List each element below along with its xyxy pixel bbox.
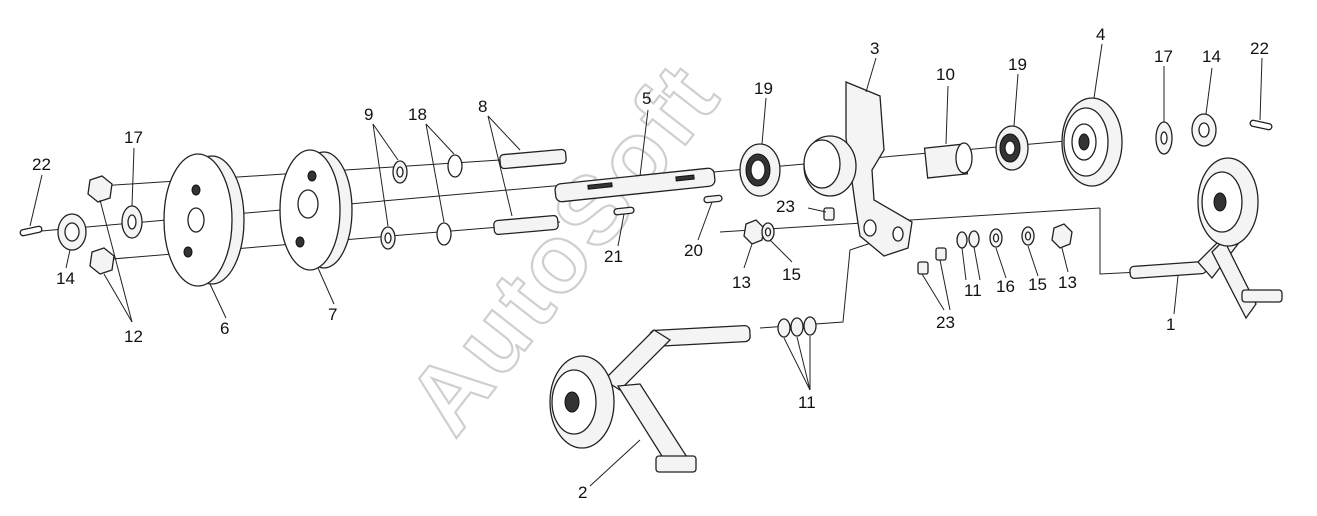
callout-5: 5 [642, 89, 651, 108]
cotter-pin-left [19, 225, 43, 237]
washer-17-left [121, 205, 143, 239]
callout-19-left: 19 [754, 79, 773, 98]
callout-15-left: 15 [782, 265, 801, 284]
bearing-19-right [995, 125, 1029, 171]
pulley-disc-7 [279, 149, 353, 271]
callout-numbers: 22 17 14 12 6 7 9 18 8 5 21 20 19 23 13 … [32, 25, 1269, 502]
callout-22-right: 22 [1250, 39, 1269, 58]
callout-13-right: 13 [1058, 273, 1077, 292]
grub-screws-23 [823, 207, 947, 275]
washers-9 [380, 160, 408, 250]
callout-17-right: 17 [1154, 47, 1173, 66]
callout-22-left: 22 [32, 155, 51, 174]
washer-15-right [1021, 226, 1035, 246]
bushing-10 [923, 142, 973, 179]
castle-nut-right [1191, 113, 1217, 147]
callout-23-left: 23 [776, 197, 795, 216]
callout-3: 3 [870, 39, 879, 58]
callout-8: 8 [478, 97, 487, 116]
callout-4: 4 [1096, 25, 1105, 44]
callout-19-right: 19 [1008, 55, 1027, 74]
leader-lines [29, 43, 1263, 487]
callout-17-left: 17 [124, 128, 143, 147]
tensioner-arm-1 [1129, 157, 1283, 320]
callout-14-left: 14 [56, 269, 75, 288]
callout-6: 6 [220, 319, 229, 338]
callout-13-left: 13 [732, 273, 751, 292]
callout-20: 20 [684, 241, 703, 260]
nut-13-right [1051, 223, 1073, 249]
callout-11-lower: 11 [798, 393, 816, 412]
callout-11-right: 11 [964, 281, 982, 300]
callout-21: 21 [604, 247, 623, 266]
nuts-12 [87, 175, 115, 275]
castle-nut-left [57, 213, 87, 251]
cotter-pin-right [1249, 119, 1273, 131]
washer-17-right [1155, 121, 1173, 155]
callout-9: 9 [364, 105, 373, 124]
callout-2: 2 [578, 483, 587, 502]
washer-16 [989, 228, 1003, 248]
callout-7: 7 [328, 305, 337, 324]
nut-13-mid [743, 219, 765, 245]
shaft-5 [554, 167, 716, 203]
washers-11-right [956, 230, 980, 249]
callout-15-right: 15 [1028, 275, 1047, 294]
callout-1: 1 [1166, 315, 1175, 334]
keys-20-21 [613, 194, 723, 216]
pulley-disc-6 [163, 153, 245, 287]
pins-8 [493, 148, 567, 236]
bearing-19-left [739, 143, 781, 197]
callout-10: 10 [936, 65, 955, 84]
bracket-3 [803, 81, 913, 257]
tensioner-arm-2 [549, 324, 751, 473]
callout-14-right: 14 [1202, 47, 1221, 66]
callout-23-right: 23 [936, 313, 955, 332]
circlips-18 [436, 154, 463, 246]
callout-16: 16 [996, 277, 1015, 296]
washers-11-lower [777, 316, 817, 338]
callout-18: 18 [408, 105, 427, 124]
washer-15-mid [761, 222, 775, 242]
pulley-4 [1061, 97, 1123, 187]
callout-12: 12 [124, 327, 143, 346]
